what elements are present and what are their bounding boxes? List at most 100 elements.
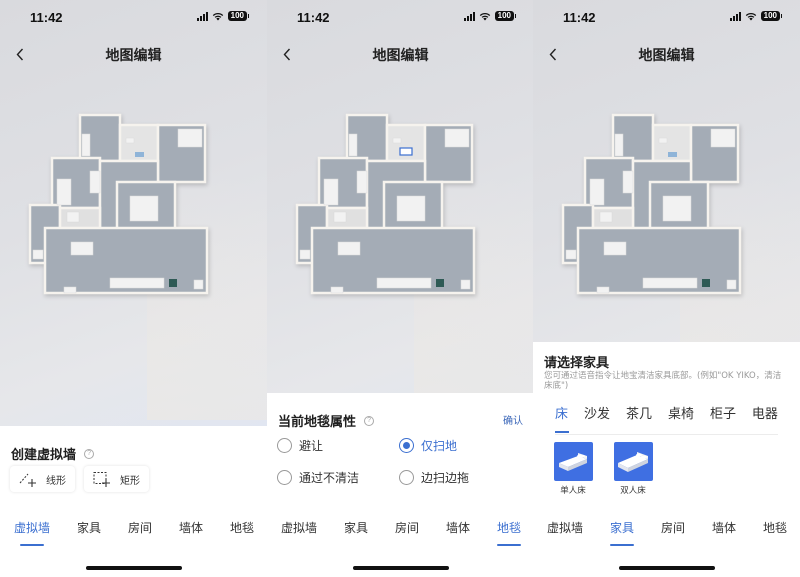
tab-furniture[interactable]: 家具 [610,519,634,545]
category-table-chair[interactable]: 桌椅 [667,407,694,422]
status-bar: 11:42 100 [267,0,534,36]
home-indicator[interactable] [353,566,449,570]
battery-icon: 100 [760,11,783,21]
bottom-tab-bar: 虚拟墙 家具 房间 墙体 地毯 [267,519,534,549]
floor-plan-icon [28,113,209,295]
status-time: 11:42 [30,10,63,25]
category-coffee-table[interactable]: 茶几 [625,407,652,422]
wifi-icon [212,12,224,21]
nav-bar: 地图编辑 [533,38,800,70]
nav-bar: 地图编辑 [0,38,267,70]
status-icons: 100 [463,11,517,21]
option-label: 仅扫地 [421,439,458,453]
status-icons: 100 [196,11,250,21]
tab-carpet[interactable]: 地毯 [229,521,254,535]
radio-button-checked[interactable] [399,438,414,453]
option-label: 边扫边拖 [421,471,470,485]
battery-icon: 100 [227,11,250,21]
tool-buttons: 线形 矩形 [10,466,149,492]
status-time: 11:42 [563,10,596,25]
signal-icon [196,11,208,21]
page-title: 地图编辑 [105,48,162,64]
option-sweep-only[interactable]: 仅扫地 [399,437,457,454]
tab-furniture[interactable]: 家具 [76,521,101,535]
wifi-icon [745,12,757,21]
tab-room[interactable]: 房间 [127,521,152,535]
status-time: 11:42 [297,10,330,25]
tab-wall[interactable]: 墙体 [178,521,203,535]
line-wall-button[interactable]: 线形 [10,466,75,492]
tool-label: 线形 [46,475,66,487]
furniture-list: 单人床 双人床 [553,442,653,496]
tab-room[interactable]: 房间 [660,521,685,535]
single-bed-icon [553,442,593,481]
furniture-category-tabs: 床 沙发 茶几 桌椅 柜子 电器 [555,403,778,435]
tool-label: 矩形 [120,475,140,487]
radio-button[interactable] [399,470,414,485]
panel-title: 创建虚拟墙 [11,448,77,463]
home-indicator[interactable] [86,566,182,570]
furniture-label: 双人床 [620,486,646,496]
back-button[interactable] [543,42,563,66]
panel-title: 当前地毯属性 [278,415,357,430]
screen-virtual-wall: 11:42 100 地图编辑 [0,0,267,577]
furniture-panel: 请选择家具 您可通过语音指令让地宝清洁家具底部。(例如"OK YIKO，清洁床底… [533,342,800,577]
panel-header: 创建虚拟墙 ? [11,444,95,463]
panel-hint: 您可通过语音指令让地宝清洁家具底部。(例如"OK YIKO，清洁床底") [544,371,782,391]
bottom-tab-bar: 虚拟墙 家具 房间 墙体 地毯 [0,519,267,549]
tab-carpet[interactable]: 地毯 [497,519,521,545]
floor-plan-map[interactable] [553,110,753,295]
chevron-left-icon [16,48,24,60]
category-appliance[interactable]: 电器 [751,407,778,422]
tab-wall[interactable]: 墙体 [445,521,470,535]
question-circle-icon[interactable]: ? [364,415,375,426]
option-label: 通过不清洁 [299,471,360,485]
tab-virtual-wall[interactable]: 虚拟墙 [14,519,50,545]
radio-button[interactable] [277,438,292,453]
furniture-single-bed[interactable]: 单人床 [553,442,593,496]
category-cabinet[interactable]: 柜子 [709,407,736,422]
category-bed[interactable]: 床 [555,403,570,433]
floor-plan-map[interactable] [287,110,487,295]
category-sofa[interactable]: 沙发 [583,407,610,422]
wifi-icon [479,12,491,21]
option-avoid[interactable]: 避让 [277,437,323,454]
bottom-tab-bar: 虚拟墙 家具 房间 墙体 地毯 [533,519,800,549]
floor-plan-icon [561,113,742,295]
status-icons: 100 [729,11,783,21]
tab-furniture[interactable]: 家具 [343,521,368,535]
virtual-wall-panel: 创建虚拟墙 ? 线形 矩形 [0,426,267,577]
furniture-double-bed[interactable]: 双人床 [613,442,653,496]
panel-title: 请选择家具 [544,356,610,371]
page-title: 地图编辑 [638,48,695,64]
tab-virtual-wall[interactable]: 虚拟墙 [281,521,318,535]
confirm-button[interactable]: 确认 [503,416,523,427]
chevron-left-icon [549,48,557,60]
home-indicator[interactable] [619,566,715,570]
tab-room[interactable]: 房间 [394,521,419,535]
selected-carpet[interactable] [399,147,413,156]
option-sweep-and-mop[interactable]: 边扫边拖 [399,469,469,486]
line-add-icon [19,473,36,487]
nav-bar: 地图编辑 [267,38,534,70]
status-bar: 11:42 100 [0,0,267,36]
radio-button[interactable] [277,470,292,485]
floor-plan-map[interactable] [20,110,220,295]
back-button[interactable] [277,42,297,66]
panel-header: 请选择家具 [544,352,609,371]
signal-icon [463,11,475,21]
option-pass-no-clean[interactable]: 通过不清洁 [277,469,359,486]
back-button[interactable] [10,42,30,66]
battery-icon: 100 [494,11,517,21]
question-circle-icon[interactable]: ? [84,448,95,459]
rect-add-icon [93,472,110,487]
panel-header: 当前地毯属性 ? [278,411,375,430]
tab-wall[interactable]: 墙体 [711,521,736,535]
furniture-label: 单人床 [560,486,586,496]
status-bar: 11:42 100 [533,0,800,36]
screen-furniture: 11:42 100 地图编辑 [533,0,800,577]
option-label: 避让 [299,439,324,453]
tab-virtual-wall[interactable]: 虚拟墙 [547,521,584,535]
tab-carpet[interactable]: 地毯 [762,521,787,535]
rect-wall-button[interactable]: 矩形 [84,466,149,492]
